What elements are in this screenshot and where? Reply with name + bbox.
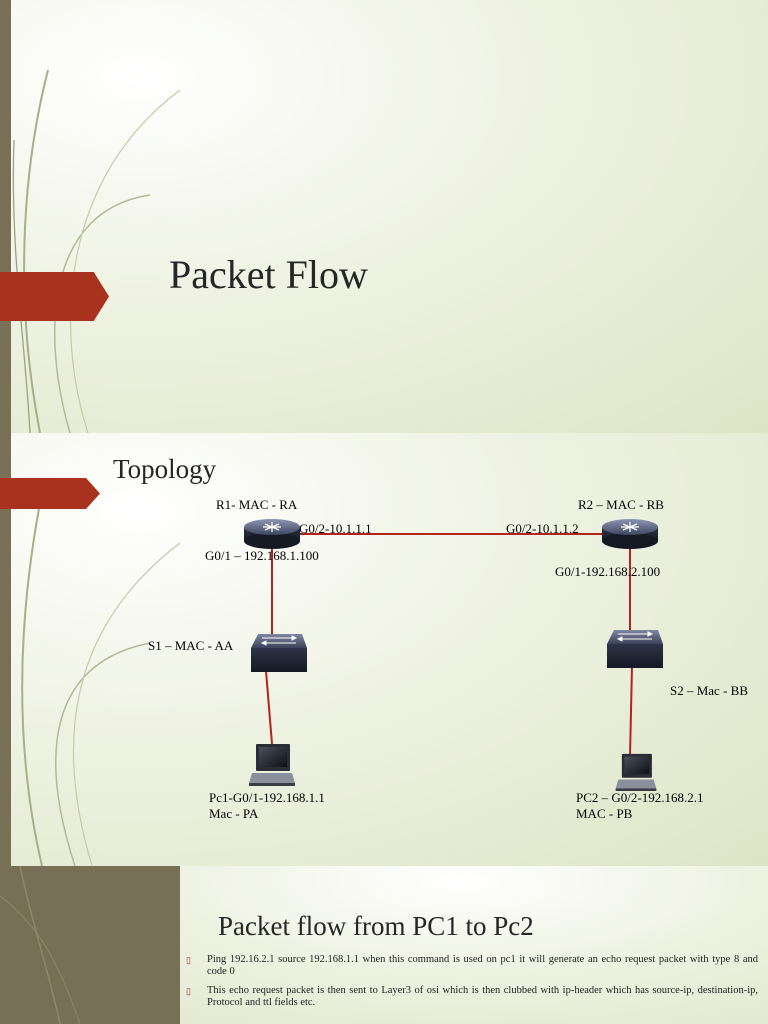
slide-title: Topology (113, 454, 217, 484)
slide-background (0, 0, 768, 433)
slide-2: Topology (0, 433, 768, 866)
r1-g02-label: G0/2-10.1.1.1 (299, 521, 372, 536)
topology-links (265, 533, 633, 757)
slide-title: Packet Flow (169, 252, 368, 297)
title-arrow-tab (0, 478, 100, 509)
r2-g02-label: G0/2-10.1.1.2 (506, 521, 579, 536)
list-item: ▯ This echo request packet is then sent … (186, 985, 758, 1009)
pc2-mac: MAC - PB (576, 806, 633, 821)
switch-icon[interactable] (250, 634, 308, 673)
laptop-icon[interactable] (615, 753, 657, 791)
left-accent-bar (0, 433, 11, 866)
slide-3: Packet flow from PC1 to Pc2 (0, 866, 768, 1024)
bullet-icon: ▯ (186, 955, 191, 965)
list-item: ▯ Ping 192.16.2.1 source 192.168.1.1 whe… (186, 954, 758, 978)
r2-g01-label: G0/1-192.168.2.100 (555, 564, 661, 579)
bullet-list: ▯ Ping 192.16.2.1 source 192.168.1.1 whe… (186, 954, 758, 1016)
left-accent-bar (0, 0, 11, 433)
slide-1: Packet Flow (0, 0, 768, 433)
pc1-label: Pc1-G0/1-192.168.1.1 Mac - PA (209, 790, 325, 822)
router-icon[interactable] (601, 518, 659, 550)
s2-label: S2 – Mac - BB (670, 683, 748, 698)
bullet-icon: ▯ (186, 986, 191, 996)
laptop-icon[interactable] (249, 743, 295, 786)
pc2-address: PC2 – G0/2-192.168.2.1 (576, 790, 704, 805)
pc1-address: Pc1-G0/1-192.168.1.1 (209, 790, 325, 805)
bullet-text: This echo request packet is then sent to… (207, 985, 758, 1008)
r2-label: R2 – MAC - RB (578, 497, 664, 512)
pc1-mac: Mac - PA (209, 806, 259, 821)
bullet-text: Ping 192.16.2.1 source 192.168.1.1 when … (207, 954, 758, 977)
r1-label: R1- MAC - RA (216, 497, 298, 512)
left-dark-panel (0, 866, 180, 1024)
router-icon[interactable] (243, 518, 301, 550)
pc2-label: PC2 – G0/2-192.168.2.1 MAC - PB (576, 790, 703, 822)
s1-label: S1 – MAC - AA (148, 638, 234, 653)
slide-title: Packet flow from PC1 to Pc2 (218, 911, 534, 941)
switch-icon[interactable] (606, 630, 664, 669)
r1-g01-label: G0/1 – 192.168.1.100 (205, 548, 319, 563)
title-arrow-tab (0, 272, 109, 321)
